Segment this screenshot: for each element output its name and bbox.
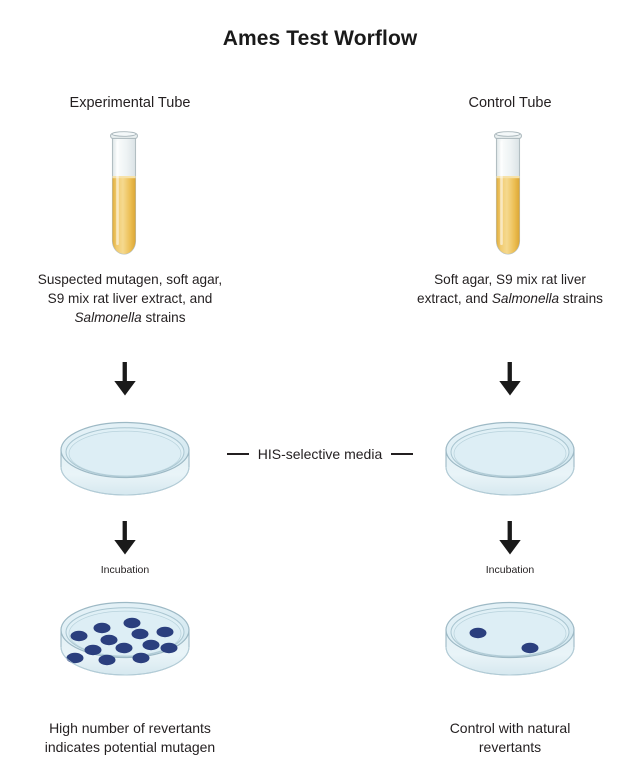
bacterial-colony [84,644,102,656]
bacterial-colony [521,642,539,654]
bacterial-colony [93,622,111,634]
bacterial-colony [142,639,160,651]
control-test-tube [486,128,532,260]
experimental-test-tube [102,128,148,260]
bacterial-colony [123,617,141,629]
page-title: Ames Test Worflow [222,27,418,50]
control-desc-line1: Soft agar, S9 mix rat liver [434,272,586,287]
control-incubation-label: Incubation [485,564,535,576]
media-dash-left [226,453,249,455]
bacterial-colony [100,634,118,646]
experimental-caption: High number of revertants indicates pote… [0,719,260,757]
bacterial-colony [160,642,178,654]
experimental-caption-line2: indicates potential mutagen [44,739,216,755]
bacterial-colony [66,652,84,664]
control-petri-dish-empty [440,420,580,502]
control-desc-line2-head: extract, and [417,291,492,306]
control-description: Soft agar, S9 mix rat liver extract, and… [380,270,640,308]
experimental-desc-line1: Suspected mutagen, soft agar, [37,272,223,287]
control-tube-heading: Control Tube [468,95,552,111]
experimental-desc-line2: S9 mix rat liver extract, and [47,291,213,306]
arrow-down-icon [110,521,140,555]
experimental-desc-italic: Salmonella [74,310,142,325]
bacterial-colony [98,654,116,666]
bacterial-colony [156,626,174,638]
experimental-petri-dish-empty [55,420,195,502]
experimental-caption-line1: High number of revertants [49,720,211,736]
control-desc-line2-tail: strains [559,291,603,306]
bacterial-colony [469,627,487,639]
colony-group-experimental [66,617,178,666]
experimental-description: Suspected mutagen, soft agar, S9 mix rat… [0,270,260,327]
bacterial-colony [132,652,150,664]
control-petri-dish-colonies [440,600,580,682]
arrow-down-icon [495,362,525,396]
control-desc-italic: Salmonella [491,291,560,306]
experimental-tube-heading: Experimental Tube [69,95,191,111]
media-label-text: HIS-selective media [257,446,383,462]
experimental-petri-dish-colonies [55,600,195,682]
control-caption: Control with natural revertants [380,719,640,757]
experimental-desc-tail: strains [141,310,186,325]
control-caption-line2: revertants [478,739,542,755]
arrow-down-icon [110,362,140,396]
control-caption-line1: Control with natural [449,720,571,736]
bacterial-colony [115,642,133,654]
bacterial-colony [70,630,88,642]
colony-group-control [469,627,539,654]
his-selective-media-label: HIS-selective media [195,443,445,465]
media-dash-right [391,453,414,455]
bacterial-colony [131,628,149,640]
experimental-incubation-label: Incubation [100,564,150,576]
arrow-down-icon [495,521,525,555]
